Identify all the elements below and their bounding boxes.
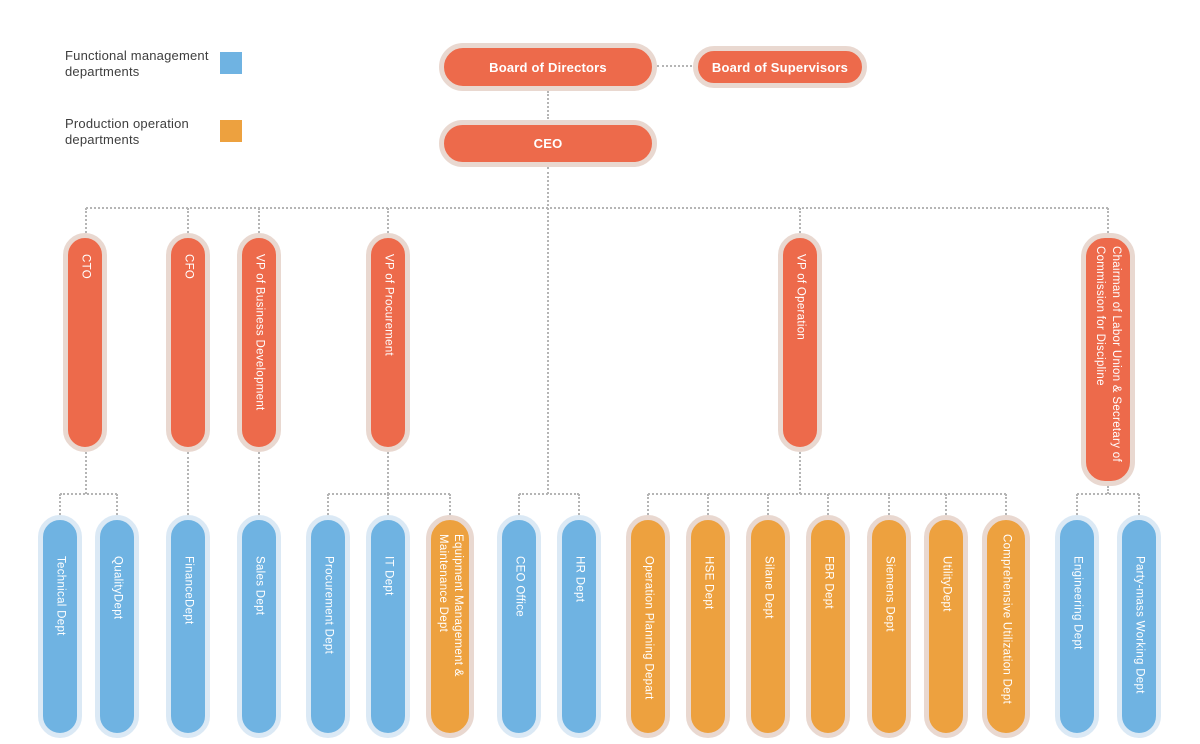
connector-bod-bos <box>657 65 692 67</box>
node-sales-dept: Sales Dept <box>237 515 281 738</box>
node-vp-business-development: VP of Business Development <box>237 233 281 452</box>
node-equipment-management-maintenance-dept: Equipment Management & Maintenance Dept <box>426 515 474 738</box>
connector-child-drop <box>1138 494 1140 515</box>
node-label: HR Dept <box>573 556 586 603</box>
node-comprehensive-utilization-dept: Comprehensive Utilization Dept <box>982 515 1030 738</box>
connector-drop-vpproc <box>387 208 389 233</box>
connector-child-drop <box>827 494 829 515</box>
connector-child-drop <box>945 494 947 515</box>
node-label: Procurement Dept <box>322 556 335 655</box>
connector-vpop-down <box>799 452 801 494</box>
node-party-mass-working-dept: Party-mass Working Dept <box>1117 515 1161 738</box>
node-label: Party-mass Working Dept <box>1133 556 1146 694</box>
connector-bod-ceo <box>547 91 549 119</box>
connector-vpbd-down <box>258 452 260 515</box>
node-label: Engineering Dept <box>1071 556 1084 650</box>
node-label: Equipment Management & Maintenance Dept <box>437 534 464 677</box>
connector-child-drop <box>387 494 389 515</box>
node-label: UtilityDept <box>940 556 953 612</box>
node-label: Silane Dept <box>762 556 775 619</box>
connector-drop-cfo <box>187 208 189 233</box>
node-label: CTO <box>79 254 92 279</box>
node-label: QualityDept <box>111 556 124 620</box>
node-label: Sales Dept <box>253 556 266 616</box>
node-procurement-dept: Procurement Dept <box>306 515 350 738</box>
node-label: CFO <box>182 254 195 280</box>
node-it-dept: IT Dept <box>366 515 410 738</box>
legend-swatch-functional <box>220 52 242 74</box>
node-cfo: CFO <box>166 233 210 452</box>
connector-cto-down <box>85 452 87 494</box>
connector-child-drop <box>518 494 520 515</box>
node-label: VP of Procurement <box>382 254 395 357</box>
node-label: VP of Business Development <box>253 254 266 411</box>
node-utility-dept: UtilityDept <box>924 515 968 738</box>
node-quality-dept: QualityDept <box>95 515 139 738</box>
node-label: Technical Dept <box>54 556 67 636</box>
connector-main-bar <box>86 207 1108 209</box>
legend-label-production: Production operation departments <box>65 116 189 147</box>
node-label: FinanceDept <box>182 556 195 625</box>
connector-child-drop <box>647 494 649 515</box>
connector-child-drop <box>1005 494 1007 515</box>
node-vp-operation: VP of Operation <box>778 233 822 452</box>
node-board-of-supervisors: Board of Supervisors <box>693 46 867 88</box>
node-label: Chairman of Labor Union & Secretary of C… <box>1094 246 1122 462</box>
node-label: Board of Directors <box>489 59 607 75</box>
node-label: Board of Supervisors <box>711 59 849 75</box>
node-fbr-dept: FBR Dept <box>806 515 850 738</box>
node-chairman-labor-union: Chairman of Labor Union & Secretary of C… <box>1081 233 1135 486</box>
connector-child-drop <box>116 494 118 515</box>
node-engineering-dept: Engineering Dept <box>1055 515 1099 738</box>
connector-child-drop <box>59 494 61 515</box>
node-label: HSE Dept <box>702 556 715 610</box>
connector-chairman-down <box>1107 486 1109 494</box>
connector-cfo-down <box>187 452 189 515</box>
connector-drop-vpop <box>799 208 801 233</box>
connector-child-drop <box>767 494 769 515</box>
node-ceo-office: CEO Office <box>497 515 541 738</box>
connector-drop-cto <box>85 208 87 233</box>
connector-child-drop <box>578 494 580 515</box>
connector-branch-chairman <box>1077 493 1139 495</box>
connector-drop-vpbd <box>258 208 260 233</box>
node-siemens-dept: Siemens Dept <box>867 515 911 738</box>
node-silane-dept: Silane Dept <box>746 515 790 738</box>
node-technical-dept: Technical Dept <box>38 515 82 738</box>
connector-vpproc-down <box>387 452 389 494</box>
node-ceo: CEO <box>439 120 657 167</box>
node-label: Comprehensive Utilization Dept <box>1000 534 1013 705</box>
connector-child-drop <box>888 494 890 515</box>
connector-branch-cto <box>60 493 117 495</box>
node-board-of-directors: Board of Directors <box>439 43 657 91</box>
connector-branch-ceo <box>519 493 579 495</box>
legend-label-functional: Functional management departments <box>65 48 209 79</box>
node-finance-dept: FinanceDept <box>166 515 210 738</box>
node-vp-procurement: VP of Procurement <box>366 233 410 452</box>
node-hr-dept: HR Dept <box>557 515 601 738</box>
node-cto: CTO <box>63 233 107 452</box>
node-label: IT Dept <box>382 556 395 596</box>
connector-drop-chairman <box>1107 208 1109 233</box>
connector-branch-vpproc <box>328 493 450 495</box>
connector-ceo-trunk <box>547 167 549 494</box>
connector-child-drop <box>327 494 329 515</box>
legend-swatch-production <box>220 120 242 142</box>
node-label: CEO <box>533 136 563 151</box>
node-operation-planning-depart: Operation Planning Depart <box>626 515 670 738</box>
node-label: CEO Office <box>513 556 526 617</box>
connector-child-drop <box>1076 494 1078 515</box>
node-label: FBR Dept <box>822 556 835 609</box>
connector-child-drop <box>707 494 709 515</box>
node-hse-dept: HSE Dept <box>686 515 730 738</box>
node-label: Siemens Dept <box>883 556 896 632</box>
node-label: VP of Operation <box>794 254 807 341</box>
node-label: Operation Planning Depart <box>642 556 655 700</box>
connector-child-drop <box>449 494 451 515</box>
